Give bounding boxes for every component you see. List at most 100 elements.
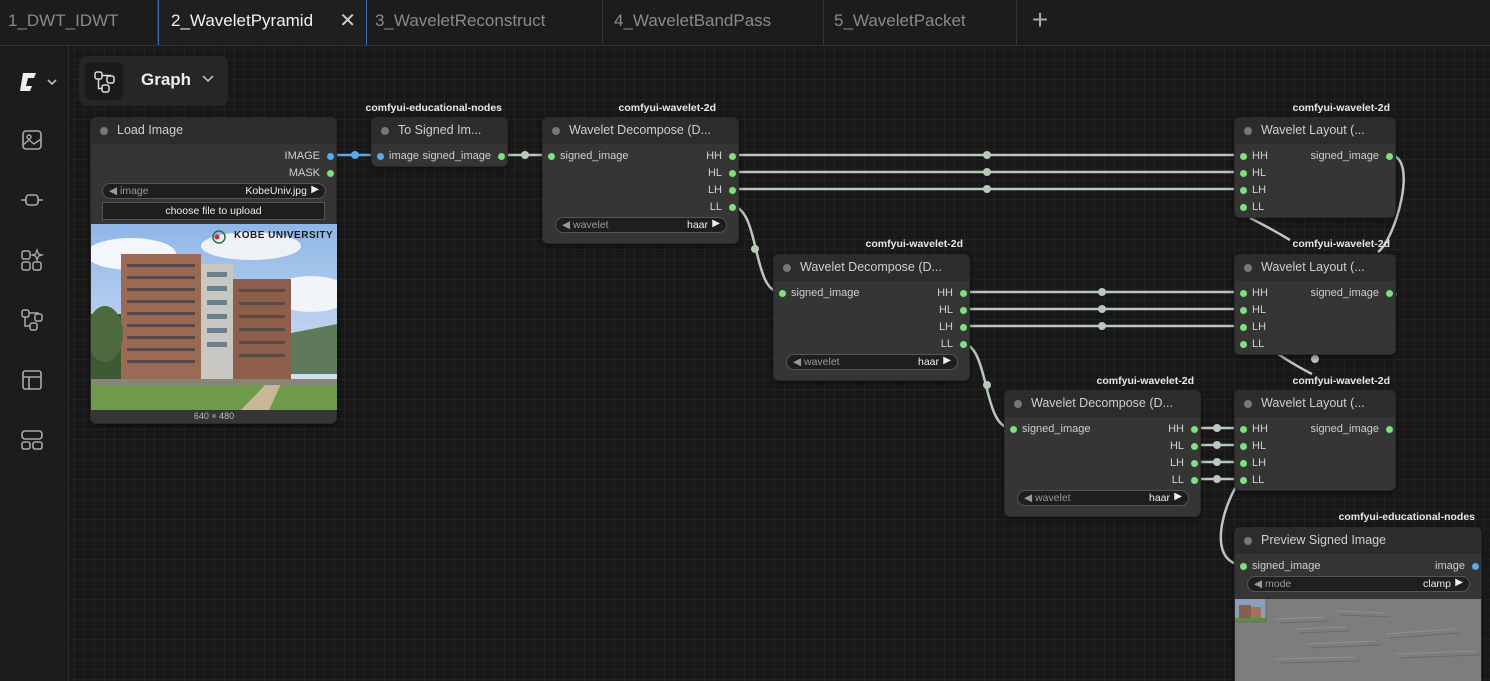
node-status-dot xyxy=(552,127,560,135)
node-title: Wavelet Decompose (D... xyxy=(569,123,711,137)
output-label-image: IMAGE xyxy=(284,150,320,162)
graph-icon xyxy=(85,62,123,100)
node-header[interactable] xyxy=(91,118,336,144)
wavelet-combo-widget[interactable]: ◀ wavelet haar ▶ xyxy=(786,354,958,370)
tab-5-wavelet-packet[interactable]: 5_WaveletPacket xyxy=(824,0,1017,45)
input-socket-signed-image[interactable] xyxy=(548,153,555,160)
wavelet-layout-node-1[interactable]: Wavelet Layout (... HH HL LH LL signed_i… xyxy=(1234,117,1396,218)
input-socket-hh[interactable] xyxy=(1240,426,1247,433)
arrow-right-icon[interactable]: ▶ xyxy=(1455,577,1463,588)
input-label-signed-image: signed_image xyxy=(1252,560,1321,572)
wavelet-combo-widget[interactable]: ◀ wavelet haar ▶ xyxy=(1017,490,1189,506)
output-socket-ll[interactable] xyxy=(1191,477,1198,484)
tab-2-wavelet-pyramid[interactable]: 2_WaveletPyramid ✕ xyxy=(158,0,367,45)
output-socket-lh[interactable] xyxy=(729,187,736,194)
node-header[interactable] xyxy=(1235,118,1395,144)
preview-signed-image-node[interactable]: Preview Signed Image signed_image image … xyxy=(1234,527,1482,681)
input-label-hh: HH xyxy=(1252,150,1268,162)
mode-combo-widget[interactable]: ◀ mode clamp ▶ xyxy=(1247,576,1470,592)
input-socket-lh[interactable] xyxy=(1240,460,1247,467)
graph-mode-button[interactable]: Graph xyxy=(79,56,228,106)
output-socket-image[interactable] xyxy=(1472,563,1479,570)
output-socket-signed-image[interactable] xyxy=(498,153,505,160)
input-socket-lh[interactable] xyxy=(1240,187,1247,194)
input-socket-hl[interactable] xyxy=(1240,307,1247,314)
tab-4-wavelet-bandpass[interactable]: 4_WaveletBandPass xyxy=(603,0,824,45)
arrow-left-icon[interactable]: ◀ xyxy=(1024,492,1033,504)
node-header[interactable] xyxy=(1235,528,1481,554)
output-socket-hh[interactable] xyxy=(960,290,967,297)
workflows-icon[interactable] xyxy=(20,308,44,332)
arrow-left-icon[interactable]: ◀ xyxy=(109,185,118,197)
tab-label: 3_WaveletReconstruct xyxy=(375,11,546,30)
output-socket-hl[interactable] xyxy=(960,307,967,314)
output-socket-lh[interactable] xyxy=(1191,460,1198,467)
input-socket-signed-image[interactable] xyxy=(1010,426,1017,433)
output-socket-signed-image[interactable] xyxy=(1386,153,1393,160)
arrow-left-icon[interactable]: ◀ xyxy=(562,219,571,231)
input-socket-ll[interactable] xyxy=(1240,204,1247,211)
load-image-node[interactable]: Load Image IMAGE MASK ◀ image KobeUniv.j… xyxy=(90,117,337,424)
arrow-left-icon[interactable]: ◀ xyxy=(793,356,802,368)
wavelet-decompose-node-3[interactable]: Wavelet Decompose (D... signed_image HH … xyxy=(1004,390,1201,517)
node-library-icon[interactable] xyxy=(20,248,44,272)
tab-1-dwt-idwt[interactable]: 1_DWT_IDWT xyxy=(0,0,158,45)
input-socket-hl[interactable] xyxy=(1240,170,1247,177)
node-header[interactable] xyxy=(1235,391,1395,417)
output-socket-ll[interactable] xyxy=(960,341,967,348)
node-header[interactable] xyxy=(543,118,738,144)
output-label-hl: HL xyxy=(707,167,722,179)
comfy-logo-icon[interactable] xyxy=(18,70,58,94)
close-tab-icon[interactable]: ✕ xyxy=(339,10,356,32)
node-header[interactable] xyxy=(372,118,507,144)
to-signed-image-node[interactable]: To Signed Im... image signed_image xyxy=(371,117,508,167)
input-socket-hl[interactable] xyxy=(1240,443,1247,450)
input-socket-hh[interactable] xyxy=(1240,290,1247,297)
chevron-down-icon xyxy=(202,75,214,83)
wavelet-decompose-node-1[interactable]: Wavelet Decompose (D... signed_image HH … xyxy=(542,117,739,244)
arrow-right-icon[interactable]: ▶ xyxy=(712,218,720,229)
new-tab-button[interactable]: + xyxy=(1031,4,1049,35)
input-socket-ll[interactable] xyxy=(1240,477,1247,484)
output-socket-mask[interactable] xyxy=(327,170,334,177)
queue-icon[interactable] xyxy=(20,428,44,452)
wavelet-layout-node-2[interactable]: Wavelet Layout (... HH HL LH LL signed_i… xyxy=(1234,254,1396,355)
arrow-right-icon[interactable]: ▶ xyxy=(311,184,319,195)
arrow-left-icon[interactable]: ◀ xyxy=(1254,578,1263,590)
arrow-right-icon[interactable]: ▶ xyxy=(1174,491,1182,502)
node-header[interactable] xyxy=(1005,391,1200,417)
wavelet-combo-widget[interactable]: ◀ wavelet haar ▶ xyxy=(555,217,727,233)
images-icon[interactable] xyxy=(20,128,44,152)
wavelet-layout-node-3[interactable]: Wavelet Layout (... HH HL LH LL signed_i… xyxy=(1234,390,1396,491)
output-socket-ll[interactable] xyxy=(729,204,736,211)
input-socket-signed-image[interactable] xyxy=(1240,563,1247,570)
tab-3-wavelet-reconstruct[interactable]: 3_WaveletReconstruct xyxy=(367,0,603,45)
output-label-lh: LH xyxy=(938,321,953,333)
node-title: Wavelet Layout (... xyxy=(1261,123,1365,137)
node-header[interactable] xyxy=(1235,255,1395,281)
output-socket-image[interactable] xyxy=(327,153,334,160)
input-socket-lh[interactable] xyxy=(1240,324,1247,331)
graph-label: Graph xyxy=(141,70,192,89)
input-socket-signed-image[interactable] xyxy=(779,290,786,297)
output-socket-lh[interactable] xyxy=(960,324,967,331)
input-socket-image[interactable] xyxy=(377,153,384,160)
node-title: Wavelet Layout (... xyxy=(1261,260,1365,274)
output-socket-hl[interactable] xyxy=(1191,443,1198,450)
output-socket-hh[interactable] xyxy=(1191,426,1198,433)
model-library-icon[interactable] xyxy=(20,188,44,212)
choose-file-button[interactable]: choose file to upload xyxy=(102,202,325,220)
output-socket-signed-image[interactable] xyxy=(1386,426,1393,433)
output-socket-signed-image[interactable] xyxy=(1386,290,1393,297)
node-header[interactable] xyxy=(774,255,969,281)
input-socket-hh[interactable] xyxy=(1240,153,1247,160)
wavelet-decompose-node-2[interactable]: Wavelet Decompose (D... signed_image HH … xyxy=(773,254,970,381)
arrow-right-icon[interactable]: ▶ xyxy=(943,355,951,366)
output-socket-hh[interactable] xyxy=(729,153,736,160)
widget-label-text: image xyxy=(120,185,149,197)
output-socket-hl[interactable] xyxy=(729,170,736,177)
templates-icon[interactable] xyxy=(20,368,44,392)
input-socket-ll[interactable] xyxy=(1240,341,1247,348)
image-combo-widget[interactable]: ◀ image KobeUniv.jpg ▶ xyxy=(102,183,326,199)
node-title: Wavelet Layout (... xyxy=(1261,396,1365,410)
